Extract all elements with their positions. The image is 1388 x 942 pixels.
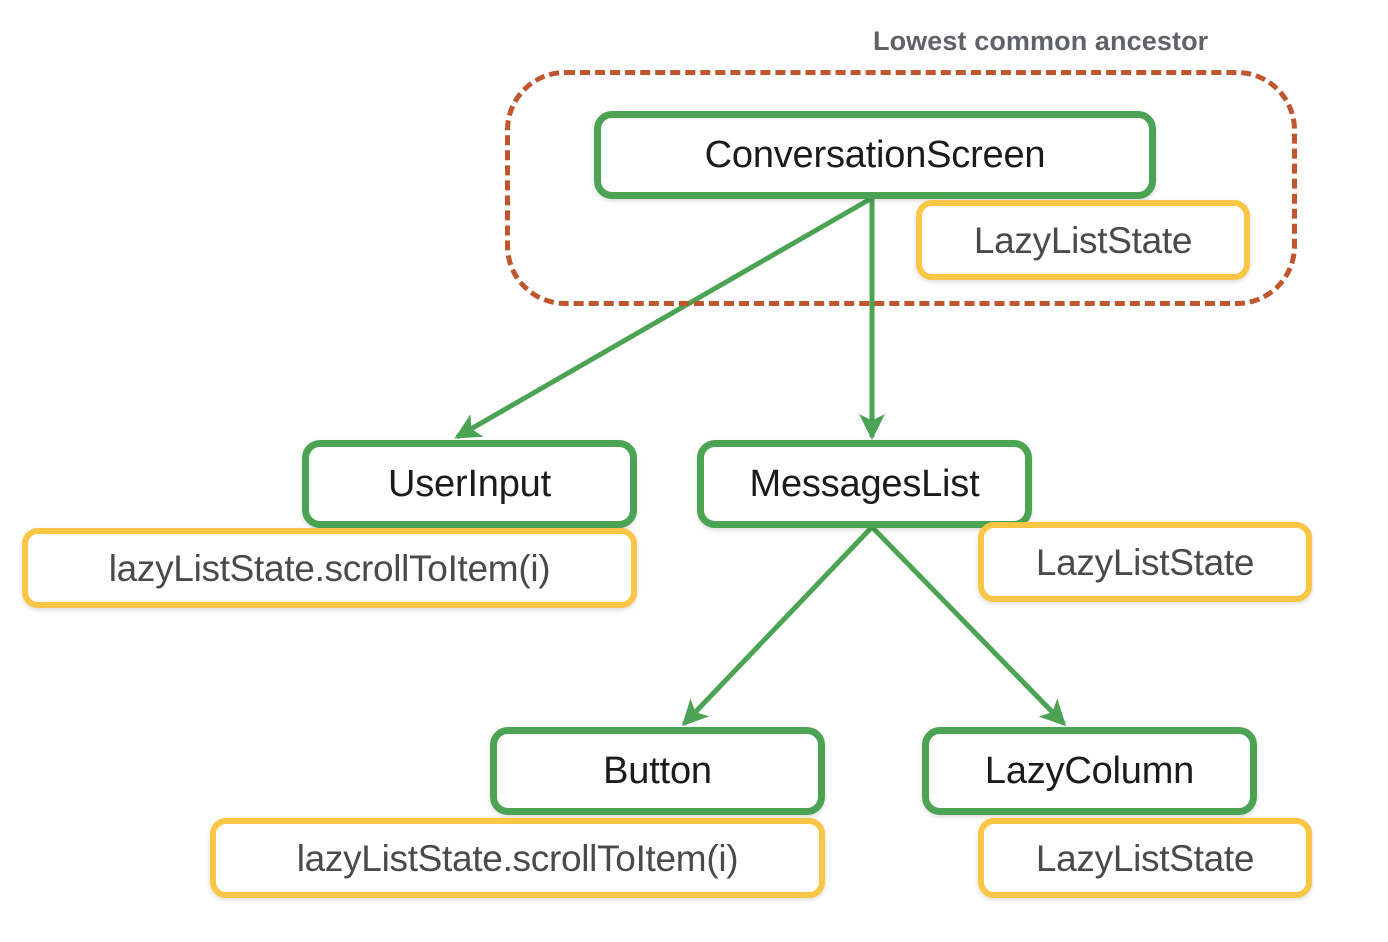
node-button[interactable]: Button [490,727,825,815]
badge-lazy-column-state[interactable]: LazyListState [978,818,1312,898]
badge-user-input-call[interactable]: lazyListState.scrollToItem(i) [22,528,637,608]
node-user-input[interactable]: UserInput [302,440,637,528]
badge-messages-list-state[interactable]: LazyListState [978,522,1312,602]
badge-user-input-call-label: lazyListState.scrollToItem(i) [108,547,551,589]
node-label-lazy-column: LazyColumn [984,750,1195,792]
node-conversation-screen[interactable]: ConversationScreen [594,111,1156,199]
node-messages-list[interactable]: MessagesList [697,440,1032,528]
lowest-common-ancestor-label: Lowest common ancestor [873,26,1209,56]
node-label-messages-list: MessagesList [749,463,980,505]
badge-button-call[interactable]: lazyListState.scrollToItem(i) [210,818,825,898]
node-lazy-column[interactable]: LazyColumn [922,727,1257,815]
badge-conversation-screen-state[interactable]: LazyListState [916,200,1250,280]
badge-conversation-screen-state-label: LazyListState [973,219,1193,261]
badge-button-call-label: lazyListState.scrollToItem(i) [296,837,739,879]
badge-messages-list-state-label: LazyListState [1035,541,1255,583]
node-label-button: Button [603,750,712,792]
badge-lazy-column-state-label: LazyListState [1035,837,1255,879]
edge-messages-list-to-button [681,525,874,727]
lowest-common-ancestor-region [505,70,1297,306]
node-label-conversation-screen: ConversationScreen [704,134,1046,176]
node-label-user-input: UserInput [388,463,551,505]
